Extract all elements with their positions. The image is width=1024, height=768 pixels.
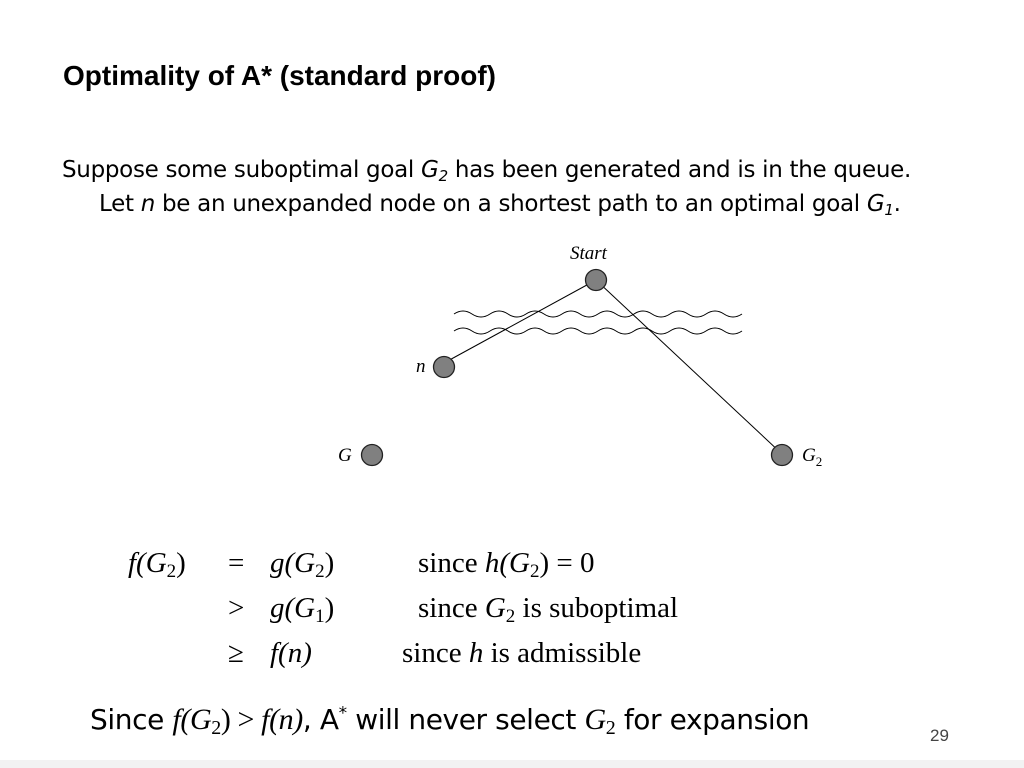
body-text-1: Suppose some suboptimal goal <box>62 157 422 183</box>
slide-title: Optimality of A* (standard proof) <box>63 60 496 91</box>
g2-label: G2 <box>802 445 822 469</box>
n-label: n <box>416 356 426 377</box>
page-number: 29 <box>930 726 949 745</box>
body-text-4: . <box>893 191 901 217</box>
g-node <box>360 443 384 467</box>
search-tree-diagram: Start n G G2 <box>338 243 822 469</box>
conclusion-statement: Since f(G2) > f(n), A* will never select… <box>90 703 810 739</box>
edge-start-n <box>443 279 597 364</box>
n-symbol: n <box>140 191 156 217</box>
body-text-2: has been generated and is in the queue. … <box>99 157 911 217</box>
g-label: G <box>338 445 352 466</box>
edge-start-g2 <box>595 279 783 455</box>
footer-bar <box>0 760 1024 768</box>
start-node <box>584 268 608 292</box>
body-text-3: be an unexpanded node on a shortest path… <box>154 191 867 217</box>
wavy-line-top <box>453 310 743 318</box>
g1-symbol: G1 <box>866 191 894 219</box>
g2-node <box>770 443 794 467</box>
g2-symbol: G2 <box>421 157 448 185</box>
body-paragraph: Suppose some suboptimal goal G2 has been… <box>62 153 932 221</box>
wavy-line-bottom <box>453 327 743 335</box>
n-node <box>432 355 456 379</box>
start-label: Start <box>570 243 608 264</box>
